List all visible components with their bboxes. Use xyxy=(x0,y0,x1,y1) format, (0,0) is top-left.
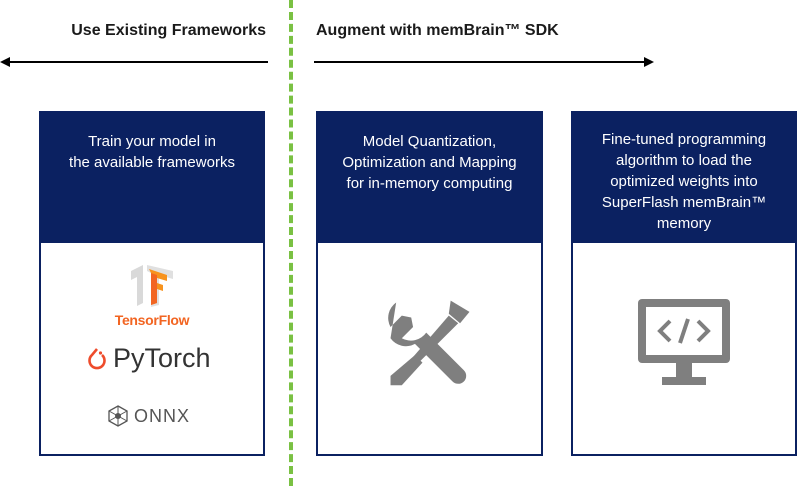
frameworks-card: Train your model in the available framew… xyxy=(39,111,265,456)
programming-icon-area xyxy=(573,243,795,454)
use-existing-frameworks-header: Use Existing Frameworks xyxy=(71,22,266,39)
frameworks-logos: TensorFlow PyTorch ONNX xyxy=(41,243,263,454)
onnx-icon xyxy=(108,405,128,427)
card-title-line: optimized weights into xyxy=(610,173,758,190)
pytorch-flame-icon xyxy=(88,347,106,369)
programming-card: Fine-tuned programming algorithm to load… xyxy=(571,111,797,456)
card-title-line: Model Quantization, xyxy=(362,133,497,150)
tensorflow-logo: TensorFlow xyxy=(107,263,197,328)
card-title-line: Fine-tuned programming xyxy=(601,131,767,148)
monitor-code-icon xyxy=(638,299,730,385)
pytorch-label: PyTorch xyxy=(113,343,211,373)
quantization-card-title: Model Quantization, Optimization and Map… xyxy=(318,113,541,243)
card-title-line: for in-memory computing xyxy=(346,175,513,192)
card-title-line: the available frameworks xyxy=(69,154,235,171)
card-title-line: Train your model in xyxy=(88,133,216,150)
tensorflow-icon xyxy=(131,265,173,307)
quantization-card: Model Quantization, Optimization and Map… xyxy=(316,111,543,456)
right-arrow xyxy=(314,57,654,67)
programming-card-title: Fine-tuned programming algorithm to load… xyxy=(573,113,795,243)
pytorch-logo: PyTorch xyxy=(87,343,211,374)
card-title-line: SuperFlash memBrain™ xyxy=(601,194,767,211)
section-divider xyxy=(289,0,293,486)
tensorflow-label: TensorFlow xyxy=(114,312,190,328)
card-title-line: Optimization and Mapping xyxy=(342,154,517,171)
quantization-icon-area xyxy=(318,243,541,454)
onnx-label: ONNX xyxy=(134,405,191,426)
card-title-line: algorithm to load the xyxy=(616,152,752,169)
augment-sdk-header: Augment with memBrain™ SDK xyxy=(316,22,559,39)
card-title-line: memory xyxy=(656,215,712,232)
left-arrow xyxy=(0,57,268,67)
wrench-screwdriver-icon xyxy=(387,300,469,386)
onnx-logo: ONNX xyxy=(107,405,190,427)
frameworks-card-title: Train your model in the available framew… xyxy=(41,113,263,243)
